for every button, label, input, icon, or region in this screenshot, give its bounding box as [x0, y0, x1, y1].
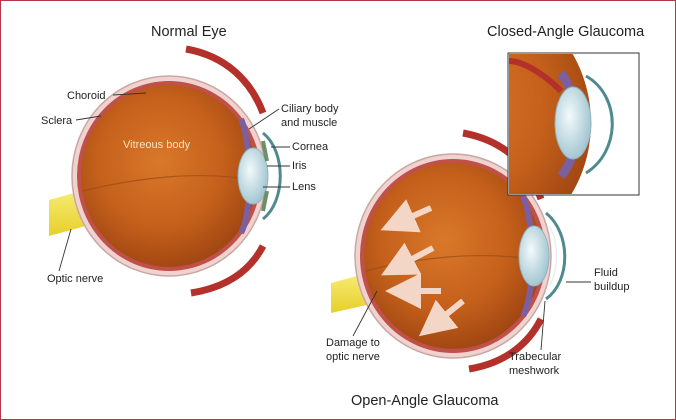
vitreous-label: Vitreous body	[123, 139, 191, 151]
label-lens: Lens	[292, 181, 316, 193]
lens-2	[519, 226, 549, 286]
lens	[238, 148, 268, 204]
leader-trabecular	[541, 301, 545, 350]
label-cornea: Cornea	[292, 141, 329, 153]
title-open-angle: Open-Angle Glaucoma	[351, 393, 499, 409]
label-trab-2: meshwork	[509, 365, 560, 377]
label-choroid: Choroid	[67, 90, 106, 102]
title-normal-eye: Normal Eye	[151, 24, 227, 40]
label-iris: Iris	[292, 160, 307, 172]
label-damage-1: Damage to	[326, 337, 380, 349]
label-ciliary-2: and muscle	[281, 117, 337, 129]
label-fluid-1: Fluid	[594, 267, 618, 279]
normal-eye: Vitreous body	[49, 49, 280, 293]
label-trab-1: Trabecular	[509, 351, 562, 363]
title-closed-angle: Closed-Angle Glaucoma	[487, 24, 645, 40]
label-fluid-2: buildup	[594, 281, 629, 293]
eyeball	[81, 85, 257, 267]
label-ciliary-1: Ciliary body	[281, 103, 339, 115]
label-damage-2: optic nerve	[326, 351, 380, 363]
leader-optic-nerve	[59, 229, 71, 271]
label-optic-nerve: Optic nerve	[47, 273, 103, 285]
label-sclera: Sclera	[41, 115, 73, 127]
